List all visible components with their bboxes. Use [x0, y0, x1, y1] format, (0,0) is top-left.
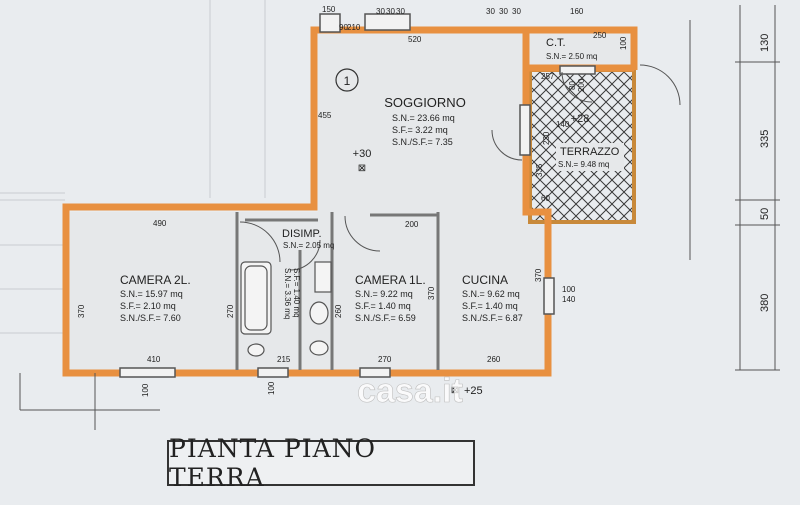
terrazzo-label-bg [556, 143, 624, 171]
cucina-sn: S.N.= 9.62 mq [462, 289, 520, 299]
ct-sn: S.N.= 2.50 mq [546, 52, 597, 61]
dim-250: 250 [593, 31, 607, 40]
dim-100a: 100 [619, 36, 628, 50]
cucina-label: CUCINA [462, 273, 508, 287]
camera1-sn: S.N.= 9.22 mq [355, 289, 413, 299]
dimension-labels: 150 90 210 30 30 30 30 30 30 160 520 250… [147, 5, 607, 364]
bagno-sn: S.N.= 3.36 mq [283, 268, 292, 319]
dim-30e: 30 [499, 7, 508, 16]
plan-title-box: PIANTA PIANO TERRA [167, 434, 475, 492]
dim-215: 215 [277, 355, 291, 364]
dim-270a: 270 [226, 304, 235, 318]
dim-410: 410 [147, 355, 161, 364]
room-number: 1 [344, 74, 351, 88]
paper-guidelines [0, 0, 266, 334]
floor-area [70, 30, 634, 370]
dimension-lines [19, 5, 780, 430]
dim-210: 210 [347, 23, 361, 32]
terrazzo-label: TERRAZZO [560, 146, 620, 158]
camera1-label: CAMERA 1L. [355, 273, 426, 287]
dim-80: 80 [568, 81, 577, 90]
dim-230: 230 [542, 131, 551, 145]
room-number-circle [335, 68, 359, 92]
dim-200a: 200 [577, 78, 586, 92]
camera2-sn: S.N.= 15.97 mq [120, 289, 183, 299]
dim-490: 490 [153, 219, 167, 228]
outside-elevation: +25 [464, 385, 483, 397]
cucina-ratio: S.N./S.F.= 6.87 [462, 313, 523, 323]
cucina-sf: S.F.= 1.40 mq [462, 301, 518, 311]
dim-90: 90 [339, 23, 348, 32]
dim-60: 60 [541, 194, 550, 203]
dim-370a: 370 [77, 304, 86, 318]
outside-elevation-icon: ⊠ [451, 385, 459, 396]
dim-335a: 335 [535, 163, 544, 177]
dim-50: 50 [759, 208, 771, 220]
vertical-dimension-labels: 100 80 200 230 335 370 270 260 370 370 1… [77, 34, 771, 397]
dim-160: 160 [570, 7, 584, 16]
dim-30c: 30 [396, 7, 405, 16]
plan-title: PIANTA PIANO TERRA [169, 434, 377, 492]
dim-455: 455 [318, 111, 332, 120]
terrazzo-elevation: +28 [571, 113, 590, 125]
camera1-ratio: S.N./S.F.= 6.59 [355, 313, 416, 323]
dim-150: 150 [322, 5, 336, 14]
dim-30f: 30 [512, 7, 521, 16]
dim-380: 380 [759, 294, 771, 312]
dim-370c: 370 [534, 268, 543, 282]
soggiorno-elevation: +30 [353, 148, 372, 160]
dim-335b: 335 [759, 130, 771, 148]
disimp-sn: S.N.= 2.05 mq [283, 241, 334, 250]
dim-100d: 100 [267, 381, 276, 395]
camera2-ratio: S.N./S.F.= 7.60 [120, 313, 181, 323]
dim-140b: 140 [562, 295, 576, 304]
soggiorno-sn: S.N.= 23.66 mq [392, 113, 455, 123]
soggiorno-ratio: S.N./S.F.= 7.35 [392, 137, 453, 147]
terrazzo-sn: S.N.= 9.48 mq [558, 160, 609, 169]
door-swings [239, 64, 681, 271]
dim-200b: 200 [405, 220, 419, 229]
windows [119, 13, 596, 378]
dim-270b: 270 [378, 355, 392, 364]
soggiorno-label: SOGGIORNO [384, 95, 466, 110]
soggiorno-sf: S.F.= 3.22 mq [392, 125, 448, 135]
dim-30b: 30 [386, 7, 395, 16]
ct-label: C.T. [546, 37, 566, 49]
dim-30d: 30 [486, 7, 495, 16]
camera2-sf: S.F.= 2.10 mq [120, 301, 176, 311]
watermark: casa.it [357, 372, 463, 410]
interior-walls [235, 212, 440, 370]
dim-100c: 100 [141, 383, 150, 397]
elevation-mark-icon: ⊠ [358, 163, 366, 174]
dim-260b: 260 [487, 355, 501, 364]
camera2-label: CAMERA 2L. [120, 273, 191, 287]
bathroom-fixtures [240, 261, 332, 357]
dim-257: 257 [541, 72, 555, 81]
camera1-sf: S.F.= 1.40 mq [355, 301, 411, 311]
dim-100b: 100 [562, 285, 576, 294]
dim-30a: 30 [376, 7, 385, 16]
dim-130: 130 [759, 34, 771, 52]
dim-260a: 260 [334, 304, 343, 318]
dim-370b: 370 [427, 286, 436, 300]
dim-140a: 140 [556, 120, 570, 129]
dim-520: 520 [408, 35, 422, 44]
disimp-label: DISIMP. [282, 228, 322, 240]
bagno-sf: S.F.= 1.40 mq [292, 268, 301, 318]
